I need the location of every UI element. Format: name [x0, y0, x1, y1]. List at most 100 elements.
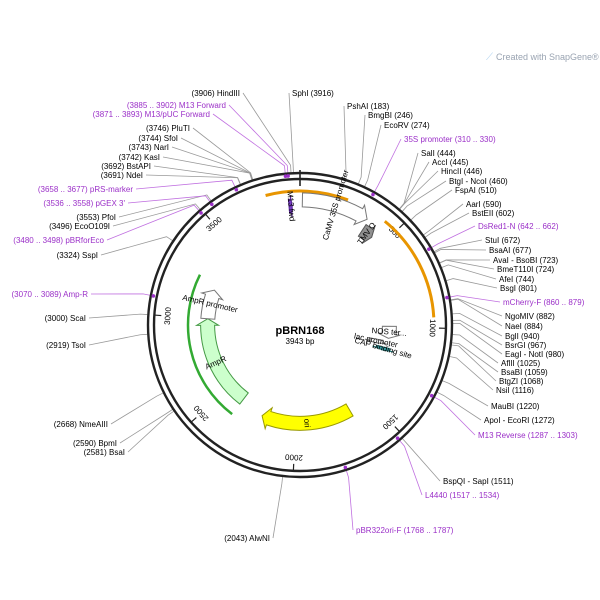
- primer-mark: [445, 295, 449, 300]
- leader-line: [110, 392, 164, 425]
- snapgene-watermark: ⟋Created with SnapGene®: [486, 52, 599, 63]
- feature-nos-ter: [377, 325, 400, 339]
- primer-mark: [234, 187, 239, 192]
- leader-line: [442, 380, 489, 407]
- site-label-fspai: FspAI (510): [455, 186, 497, 195]
- site-label-naei: NaeI (884): [505, 322, 543, 331]
- leader-line: [399, 440, 423, 496]
- site-label-maubi: MauBI (1220): [491, 402, 540, 411]
- site-label-hincii: HincII (446): [441, 167, 483, 176]
- feature-m13-fwd: [287, 195, 293, 218]
- site-label-pshai: PshAI (183): [347, 102, 390, 111]
- site-label-bpmi: (2590) BpmI: [73, 439, 117, 448]
- site-label-btgi-ncoi: BtgI - NcoI (460): [449, 177, 508, 186]
- leader-line: [423, 203, 464, 236]
- leader-line: [399, 170, 439, 210]
- leader-line: [431, 225, 476, 248]
- primer-mark: [199, 211, 203, 215]
- plasmid-size: 3943 bp: [286, 337, 315, 346]
- site-label-ngomiv: NgoMIV (882): [505, 312, 555, 321]
- primer-mark: [283, 174, 288, 179]
- leader-line: [452, 319, 503, 346]
- leader-line: [437, 392, 482, 421]
- leader-line: [127, 411, 174, 453]
- leader-line: [410, 189, 453, 221]
- leader-line: [450, 298, 503, 327]
- leader-line: [112, 203, 201, 227]
- primer-mark: [343, 465, 348, 470]
- leader-line: [374, 138, 402, 192]
- site-label-hindiii: (3906) HindIII: [192, 89, 240, 98]
- leader-line: [153, 165, 241, 185]
- site-label-eagi-noti: EagI - NotI (980): [505, 350, 564, 359]
- feature-label-nos-ter: NOS ter...: [371, 326, 407, 338]
- site-label-bmgbi: BmgBI (246): [368, 111, 413, 120]
- site-label-sspi: (3324) SspI: [57, 251, 98, 260]
- feature-ampr: [194, 318, 249, 405]
- site-label-prs-marker: (3658 .. 3677) pRS-marker: [38, 185, 133, 194]
- primer-mark: [371, 192, 375, 197]
- site-label-pbrforeco: (3480 .. 3498) pBRforEco: [13, 236, 104, 245]
- leader-line: [450, 295, 501, 303]
- tick-label: 3000: [163, 306, 173, 325]
- plasmid-name: pBRN168: [276, 325, 325, 337]
- leader-line: [288, 92, 294, 173]
- site-label-afei: AfeI (744): [499, 275, 534, 284]
- leader-line: [100, 236, 173, 256]
- site-label-avai-bsobi: AvaI - BsoBI (723): [493, 256, 559, 265]
- leader-line: [272, 476, 284, 539]
- leader-line: [452, 323, 503, 355]
- leader-line: [450, 298, 503, 317]
- primer-mark: [429, 393, 434, 398]
- leader-line: [106, 204, 200, 241]
- site-label-sfoi: (3744) SfoI: [138, 134, 178, 143]
- primer-mark: [427, 247, 431, 251]
- site-label-m13-reverse: M13 Reverse (1287 .. 1303): [478, 431, 578, 440]
- tick-label: 3500: [204, 215, 224, 234]
- leader-line: [119, 409, 173, 444]
- feature-camv-35s-promoter: [301, 192, 368, 226]
- leader-line: [192, 127, 254, 180]
- site-label-pgex-3: (3536 .. 3558) pGEX 3': [43, 199, 125, 208]
- site-label-bsabi: BsaBI (1059): [501, 368, 548, 377]
- tick-mark: [204, 213, 211, 220]
- leader-line: [118, 194, 212, 218]
- site-label-bsaai: BsaAI (677): [489, 246, 532, 255]
- site-label-acci: AccI (445): [432, 158, 469, 167]
- leader-line: [343, 105, 347, 179]
- site-label-btgzi: BtgZI (1068): [499, 377, 544, 386]
- site-label-35s-promoter: 35S promoter (310 .. 330): [404, 135, 496, 144]
- site-label-ndei: (3691) NdeI: [101, 171, 143, 180]
- site-label-ecorv: EcoRV (274): [384, 121, 430, 130]
- leader-line: [162, 156, 253, 180]
- primer-mark: [151, 294, 156, 298]
- site-label-apoi-ecori: ApoI - EcoRI (1272): [484, 416, 555, 425]
- leader-line: [434, 249, 487, 254]
- tick-label: 1000: [428, 319, 437, 338]
- site-label-scai: (3000) ScaI: [45, 314, 86, 323]
- leader-line: [434, 397, 476, 436]
- site-label-nari: (3743) NarI: [129, 143, 169, 152]
- site-label-ecoo109i: (3496) EcoO109I: [49, 222, 110, 231]
- leader-line: [425, 212, 470, 238]
- tick-mark: [190, 417, 197, 423]
- leader-line: [449, 356, 494, 391]
- site-label-pbr322ori-f: pBR322ori-F (1768 .. 1787): [356, 526, 454, 535]
- feature-label-tmv: TMV Ω: [356, 221, 378, 247]
- tick-mark: [394, 426, 401, 433]
- site-label-dsred1-n: DsRed1-N (642 .. 662): [478, 222, 559, 231]
- leader-line: [364, 124, 382, 187]
- site-label-alwni: (2043) AlwNI: [224, 534, 270, 543]
- leader-line: [90, 293, 150, 296]
- leader-line: [242, 92, 292, 173]
- site-label-bsrgi: BsrGI (967): [505, 341, 547, 350]
- site-label-sali: SalI (444): [421, 149, 456, 158]
- leader-line: [180, 137, 253, 180]
- primer-mark: [395, 436, 400, 441]
- orange-arc: [383, 220, 436, 318]
- feature-tmv: [357, 223, 376, 244]
- watermark-text: Created with SnapGene®: [496, 52, 599, 62]
- feature-label-ori: ori: [302, 418, 312, 428]
- site-label-m13-puc-forward: (3871 .. 3893) M13/pUC Forward: [93, 110, 210, 119]
